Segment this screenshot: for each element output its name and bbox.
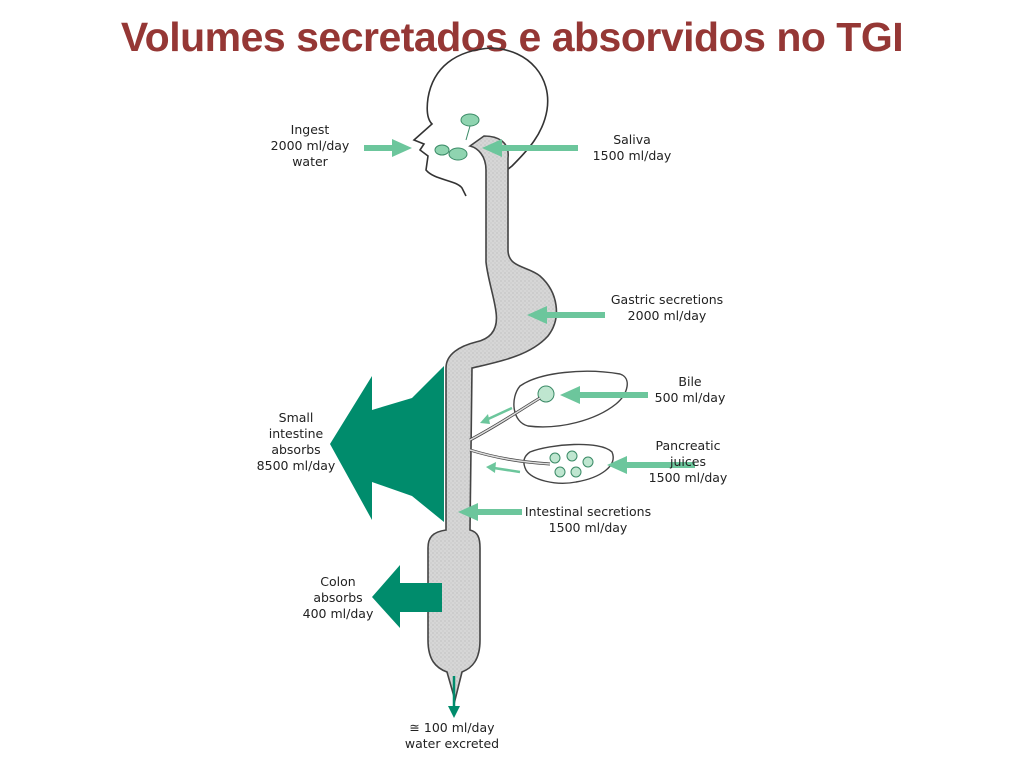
salivary-glands-icon [434,113,480,161]
gi-tract-shape [427,135,558,704]
gastric-arrow [527,306,605,324]
bile-duct-icon [537,385,555,403]
pancreatic-label: Pancreatic juices 1500 ml/day [648,438,728,485]
bile-label: Bile 500 ml/day [654,374,726,405]
small-intestine-label: Small intestine absorbs 8500 ml/day [256,410,336,473]
intestinal-label: Intestinal secretions 1500 ml/day [524,504,652,535]
ingest-arrow [364,139,412,157]
excreted-label: ≅ 100 ml/day water excreted [404,720,500,751]
saliva-label: Saliva 1500 ml/day [592,132,672,163]
head-outline [412,47,493,197]
intestinal-arrow [458,503,522,521]
pancreatic-flow-arrow [493,466,521,474]
pancreas-shape [523,443,614,484]
gastric-label: Gastric secretions 2000 ml/day [610,292,724,323]
bile-arrow [560,386,648,404]
pancreatic-duct-inner [469,449,551,465]
saliva-arrow [482,139,578,157]
colon-label: Colon absorbs 400 ml/day [302,574,374,621]
colon-absorb-arrow [372,565,442,628]
bile-duct-inner [469,397,541,441]
bile-flow-arrow [485,406,513,422]
pancreatic-arrow [607,456,695,474]
excretion-arrow [448,676,460,718]
ingest-label: Ingest 2000 ml/day water [270,122,350,169]
pancreatic-acini-icon [549,450,594,478]
head-back-outline [491,47,549,175]
small-intestine-absorb-arrow [330,366,444,522]
